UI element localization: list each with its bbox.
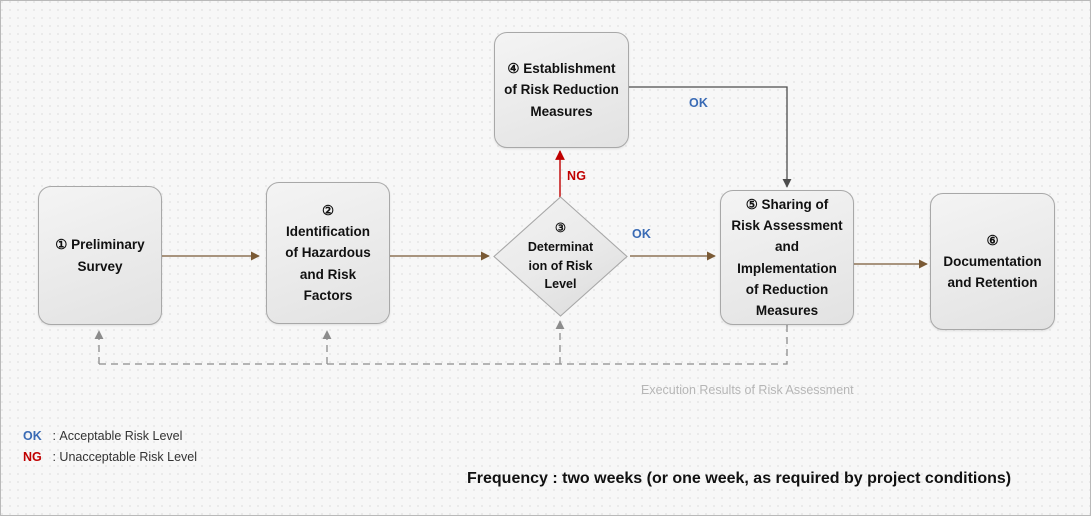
legend-separator-ng: :	[49, 450, 60, 464]
legend-row-ok: OK : Acceptable Risk Level	[23, 426, 197, 447]
node-establishment-of-risk-reduction-measures[interactable]: ④ Establishment of Risk Reduction Measur…	[494, 32, 629, 148]
edge-label-ok-reduction: OK	[689, 96, 709, 110]
edge-label-ng-decision: NG	[567, 169, 587, 183]
node-establishment-label: ④ Establishment of Risk Reduction Measur…	[504, 61, 619, 119]
node-documentation-label: ⑥ Documentation and Retention	[943, 232, 1042, 291]
frequency-note: Frequency : two weeks (or one week, as r…	[467, 470, 1012, 487]
node-preliminary-survey-label: ① Preliminary Survey	[55, 237, 145, 274]
legend-code-ng: NG	[23, 450, 42, 464]
legend-text-ok: Acceptable Risk Level	[59, 429, 183, 443]
legend-row-ng: NG : Unacceptable Risk Level	[23, 447, 197, 468]
legend-code-ok: OK	[23, 429, 42, 443]
edge-feedback-trunk	[99, 325, 788, 365]
node-identification-of-hazardous-and-risk-factors[interactable]: ② Identification of Hazardous and Risk F…	[266, 182, 390, 324]
legend-separator-ok: :	[49, 429, 60, 443]
node-documentation-and-retention[interactable]: ⑥ Documentation and Retention	[930, 193, 1055, 330]
node-determination-of-risk-level[interactable]: ③ Determinat ion of Risk Level	[493, 196, 628, 317]
node-preliminary-survey[interactable]: ① Preliminary Survey	[38, 186, 162, 325]
diamond-shape-icon	[493, 196, 628, 317]
feedback-caption: Execution Results of Risk Assessment	[641, 383, 854, 397]
edge-label-ok-decision: OK	[632, 227, 652, 241]
node-sharing-of-risk-assessment[interactable]: ⑤ Sharing of Risk Assessment and Impleme…	[720, 190, 854, 325]
node-determination-label: ③ Determinat ion of Risk Level	[527, 221, 594, 292]
node-identification-label: ② Identification of Hazardous and Risk F…	[285, 202, 371, 303]
legend-text-ng: Unacceptable Risk Level	[59, 450, 197, 464]
node-sharing-label: ⑤ Sharing of Risk Assessment and Impleme…	[731, 196, 843, 319]
legend: OK : Acceptable Risk Level NG : Unaccept…	[23, 426, 197, 468]
